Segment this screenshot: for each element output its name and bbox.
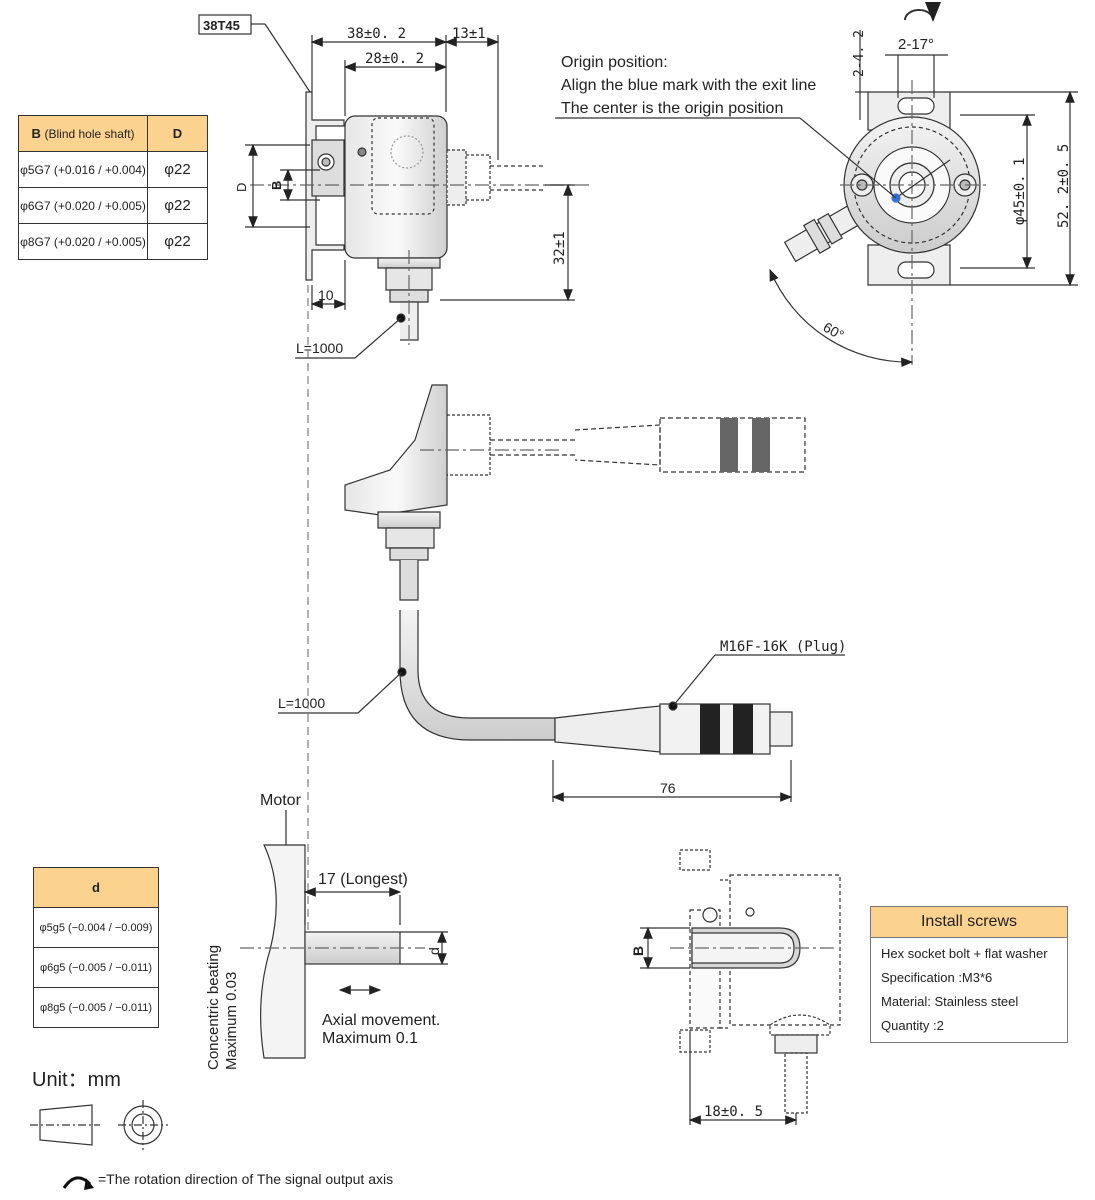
shaft-table: B (Blind hole shaft) D φ5G7 (+0.016 / +0… xyxy=(18,115,208,260)
dim-38: 38±0. 2 xyxy=(347,26,406,42)
axial-line-2: Maximum 0.1 xyxy=(322,1030,418,1047)
section-view xyxy=(640,849,841,1125)
table-header-d: D xyxy=(147,115,208,152)
install-screws-box: Install screws Hex socket bolt + flat wa… xyxy=(870,906,1068,1043)
install-screws-title: Install screws xyxy=(870,906,1068,938)
part-tag: 38T45 xyxy=(203,18,240,33)
table-cell-d: φ22 xyxy=(147,151,208,188)
rotation-note: =The rotation direction of The signal ou… xyxy=(98,1171,393,1187)
install-screws-line: Material: Stainless steel xyxy=(881,994,1019,1009)
dim-76: 76 xyxy=(660,780,676,796)
header-b-label: B xyxy=(31,126,41,141)
dim-2-17: 2-17° xyxy=(898,36,934,53)
side-view xyxy=(198,14,590,359)
beating-line-2: Maximum 0.03 xyxy=(223,972,240,1070)
beating-line-1: Concentric beating xyxy=(205,945,222,1070)
install-screws-line: Quantity :2 xyxy=(881,1018,944,1033)
table-cell: φ8g5 (−0.005 / −0.011) xyxy=(33,987,159,1028)
table-cell-d: φ22 xyxy=(147,187,208,224)
table-header-b: B (Blind hole shaft) xyxy=(18,115,148,152)
table-cell-d: φ22 xyxy=(147,223,208,260)
cable-length-mid: L=1000 xyxy=(278,695,325,711)
origin-line-2: Align the blue mark with the exit line xyxy=(561,77,816,94)
dim-B: B xyxy=(269,181,284,190)
dim-B-section: B xyxy=(630,946,646,956)
middle-view xyxy=(278,384,845,802)
dim-13: 13±1 xyxy=(452,26,486,42)
table-header-d-small: d xyxy=(33,867,159,908)
dim-d-small: d xyxy=(426,947,442,955)
angle-60: 60° xyxy=(821,319,847,343)
unit-label: Unit：mm xyxy=(32,1069,121,1091)
dim-18: 18±0. 5 xyxy=(704,1104,763,1120)
table-cell-b: φ6G7 (+0.020 / +0.005) xyxy=(18,187,148,224)
origin-line-1: Origin position: xyxy=(561,54,668,71)
plug-label: M16F-16K (Plug) xyxy=(720,639,846,655)
dim-10: 10 xyxy=(318,287,334,303)
dim-D: D xyxy=(234,183,249,192)
table-cell: φ5g5 (−0.004 / −0.009) xyxy=(33,907,159,948)
dim-45: φ45±0. 1 xyxy=(1012,158,1028,225)
install-screws-line: Hex socket bolt + flat washer xyxy=(881,946,1048,961)
dim-52-2: 52. 2±0. 5 xyxy=(1056,144,1072,228)
front-view xyxy=(555,1,1078,368)
dim-28: 28±0. 2 xyxy=(365,51,424,67)
header-b-note: (Blind hole shaft) xyxy=(44,127,135,141)
curved-arrow-icon xyxy=(62,1176,94,1190)
longest-label: 17 (Longest) xyxy=(318,871,408,888)
dim-2-4-2: 2-4. 2 xyxy=(852,30,867,77)
first-angle-projection-icon xyxy=(30,1100,168,1150)
motor-label: Motor xyxy=(260,792,302,809)
install-screws-body: Hex socket bolt + flat washer Specificat… xyxy=(870,938,1068,1043)
table-cell: φ6g5 (−0.005 / −0.011) xyxy=(33,947,159,988)
axial-line-1: Axial movement. xyxy=(322,1012,440,1029)
table-cell-b: φ8G7 (+0.020 / +0.005) xyxy=(18,223,148,260)
table-cell-b: φ5G7 (+0.016 / +0.004) xyxy=(18,151,148,188)
motor-shaft-table: d φ5g5 (−0.004 / −0.009) φ6g5 (−0.005 / … xyxy=(33,867,159,1028)
cable-length-top: L=1000 xyxy=(296,340,343,356)
dim-32: 32±1 xyxy=(552,231,568,265)
origin-line-3: The center is the origin position xyxy=(561,100,783,117)
install-screws-line: Specification :M3*6 xyxy=(881,970,993,985)
motor-view xyxy=(240,810,448,1059)
